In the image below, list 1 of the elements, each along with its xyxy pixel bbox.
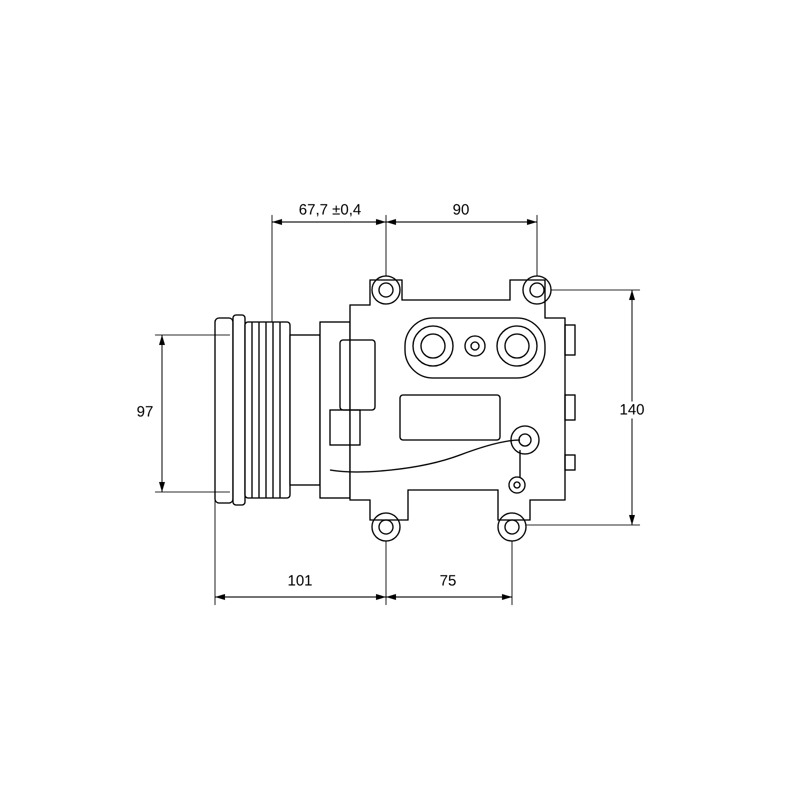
dimension-label: 67,7 ±0,4 <box>296 202 364 218</box>
